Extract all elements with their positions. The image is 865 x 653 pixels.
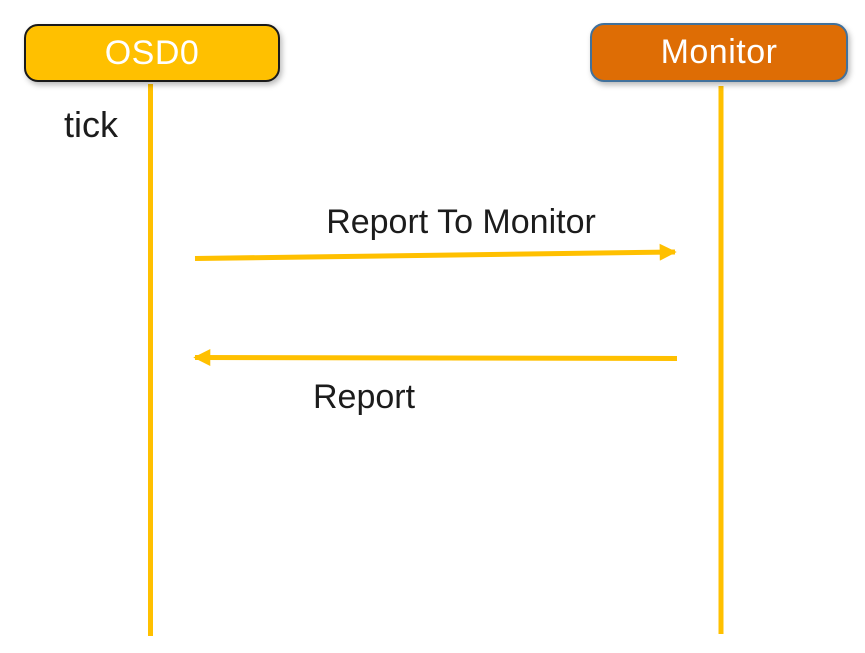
message-label-report: Report xyxy=(313,378,416,416)
actor-label-monitor: Monitor xyxy=(660,33,778,71)
actor-box-monitor: Monitor xyxy=(590,23,848,82)
tick-label: tick xyxy=(64,104,118,145)
message-arrow-report xyxy=(193,349,678,367)
message-label-report-to-monitor: Report To Monitor xyxy=(326,203,596,241)
actor-label-osd0: OSD0 xyxy=(104,33,200,72)
message-arrow-report-to-monitor xyxy=(194,243,677,261)
actor-box-osd0: OSD0 xyxy=(24,24,280,82)
